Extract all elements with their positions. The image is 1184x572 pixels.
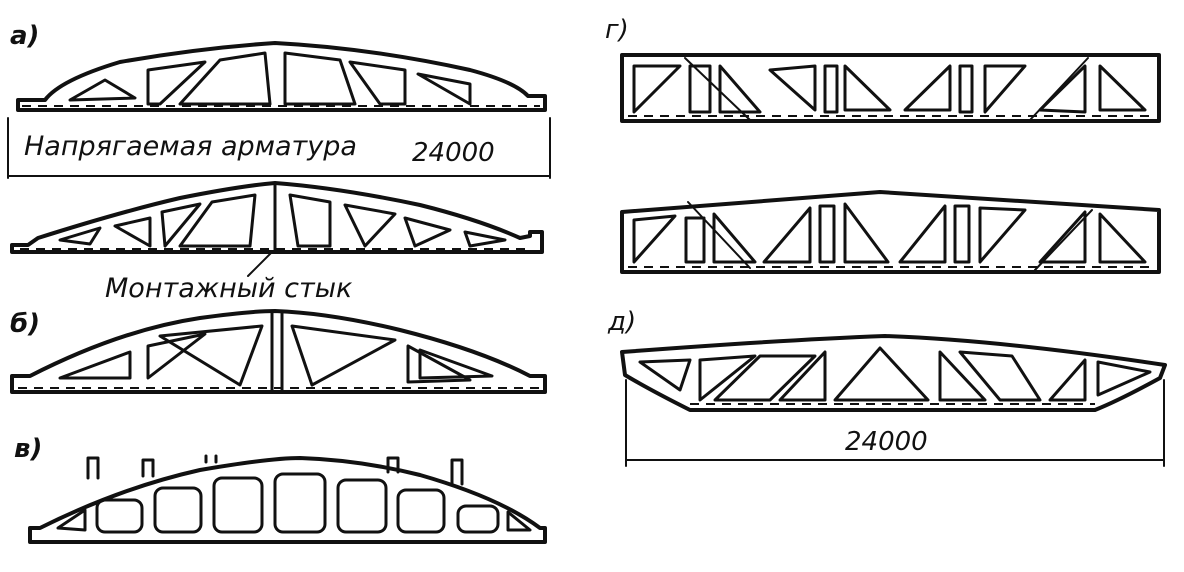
label-span-a: 24000: [412, 138, 495, 168]
truss-g-top: г): [605, 15, 1161, 123]
truss-d: д) 24000: [607, 307, 1167, 467]
label-a: а): [10, 21, 39, 51]
label-assembly-joint: Монтажный стык: [105, 273, 353, 304]
truss-b: б): [10, 309, 547, 394]
label-v: в): [14, 434, 42, 464]
label-b: б): [10, 309, 40, 339]
label-g: г): [605, 15, 629, 45]
truss-g-bottom: [620, 190, 1161, 274]
label-d: д): [607, 307, 636, 337]
truss-a-two-halves: Монтажный стык: [10, 181, 544, 304]
label-span-d: 24000: [845, 427, 928, 457]
truss-v: в): [14, 434, 547, 544]
truss-a-monolithic: Напрягаемая арматура 24000 а): [7, 21, 551, 179]
label-prestressed-reinforcement: Напрягаемая арматура: [24, 131, 357, 162]
